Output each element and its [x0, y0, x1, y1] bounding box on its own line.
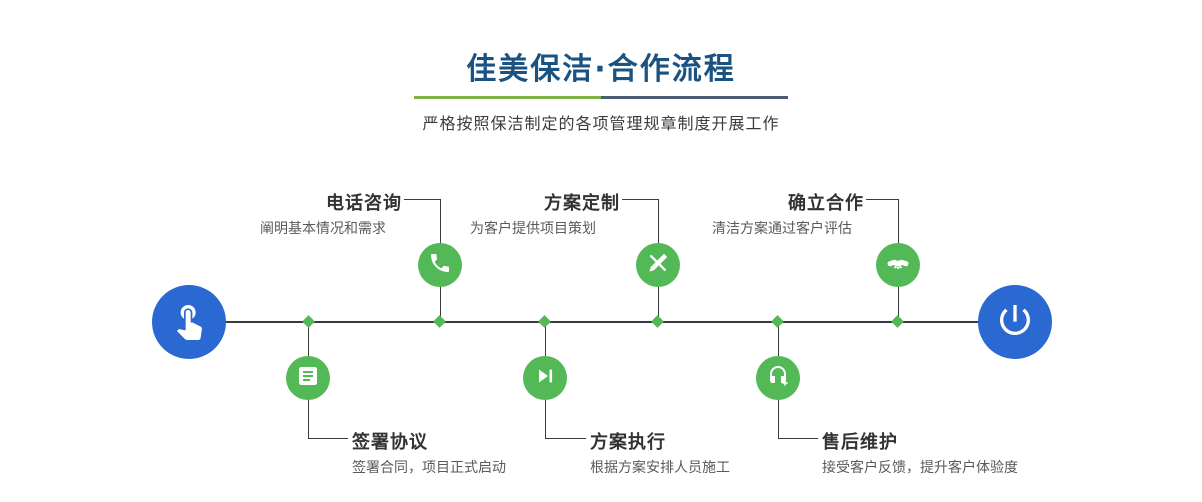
timeline-start-node: [152, 285, 226, 359]
step-description: 签署合同，项目正式启动: [352, 460, 506, 476]
play-icon: [533, 364, 557, 392]
divider-green-segment: [414, 96, 601, 99]
pointing-hand-icon: [169, 300, 209, 344]
connector-elbow-h: [778, 438, 818, 439]
connector-elbow-h: [622, 199, 658, 200]
timeline-end-node: [978, 285, 1052, 359]
connector-elbow-v: [658, 199, 659, 243]
connector-elbow-h: [866, 199, 898, 200]
node-stem: [898, 287, 899, 321]
timeline-diamond: [891, 315, 904, 328]
step-description: 阐明基本情况和需求: [260, 221, 386, 237]
title-divider: [414, 96, 788, 99]
step-description: 为客户提供项目策划: [470, 221, 596, 237]
step-node: [756, 356, 800, 400]
step-node: [876, 243, 920, 287]
step-node: [418, 243, 462, 287]
node-stem: [545, 323, 546, 356]
connector-elbow-h: [308, 438, 348, 439]
pen-tools-icon: [646, 251, 670, 279]
document-icon: [296, 364, 320, 392]
connector-elbow-v: [778, 400, 779, 439]
timeline-diamond: [538, 315, 551, 328]
step-node: [636, 243, 680, 287]
node-stem: [658, 287, 659, 321]
connector-elbow-h: [545, 438, 586, 439]
step-label: 方案执行: [590, 432, 666, 453]
step-node: [286, 356, 330, 400]
page-title: 佳美保洁·合作流程: [466, 52, 736, 87]
connector-elbow-v: [440, 199, 441, 243]
node-stem: [308, 323, 309, 356]
divider-blue-segment: [601, 96, 788, 99]
timeline-diamond: [651, 315, 664, 328]
power-icon: [995, 300, 1035, 344]
step-description: 接受客户反馈，提升客户体验度: [822, 460, 1018, 476]
step-label: 确立合作: [788, 193, 864, 214]
connector-elbow-h: [404, 199, 440, 200]
page-subtitle: 严格按照保洁制定的各项管理规章制度开展工作: [422, 114, 780, 133]
step-node: [523, 356, 567, 400]
step-description: 根据方案安排人员施工: [590, 460, 730, 476]
timeline-diamond: [433, 315, 446, 328]
step-description: 清洁方案通过客户评估: [712, 221, 852, 237]
node-stem: [778, 323, 779, 356]
step-label: 电话咨询: [326, 193, 402, 214]
node-stem: [440, 287, 441, 321]
timeline-diamond: [771, 315, 784, 328]
handshake-icon: [886, 251, 910, 279]
step-label: 方案定制: [544, 193, 620, 214]
step-label: 签署协议: [352, 432, 428, 453]
connector-elbow-v: [898, 199, 899, 243]
step-label: 售后维护: [822, 432, 898, 453]
headset-plus-icon: [766, 364, 790, 392]
connector-elbow-v: [308, 400, 309, 439]
phone-icon: [428, 251, 452, 279]
connector-elbow-v: [545, 400, 546, 439]
timeline-line: [189, 321, 1016, 323]
timeline-diamond: [302, 315, 315, 328]
